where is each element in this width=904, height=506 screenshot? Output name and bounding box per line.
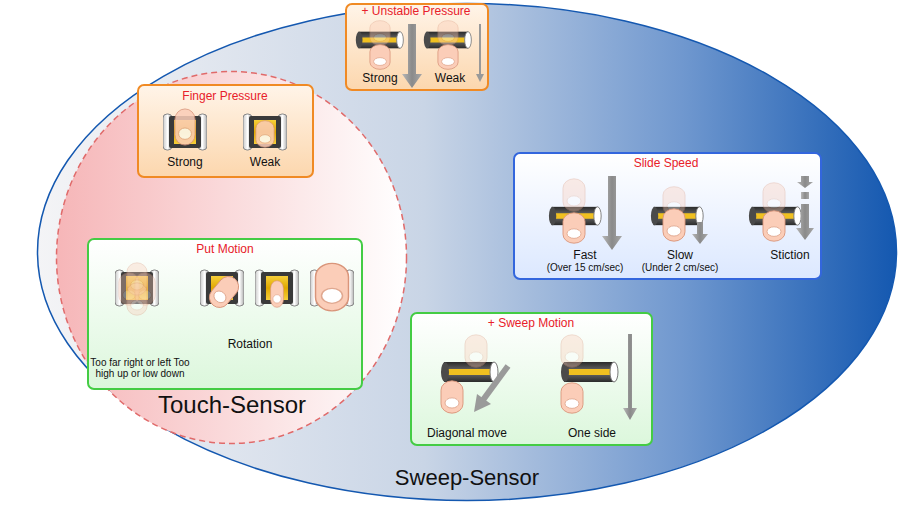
- item-label: Strong: [352, 72, 408, 86]
- item-label: Stiction: [762, 249, 818, 263]
- region-label: Touch-Sensor: [122, 391, 342, 419]
- category-box: + Sweep MotionDiagonal move One side: [410, 312, 653, 446]
- category-box: Finger PressureStrong Weak: [137, 84, 314, 178]
- item-label: Too far right or left Too high up or low…: [88, 357, 192, 380]
- box-title: Finger Pressure: [140, 90, 310, 104]
- region-label: Sweep-Sensor: [357, 465, 577, 490]
- category-box: + Unstable PressureStrong Weak: [345, 3, 489, 91]
- item-label: Fast: [555, 249, 615, 263]
- region-ellipse: [38, 4, 897, 501]
- item-label: Weak: [230, 156, 300, 170]
- box-title: + Unstable Pressure: [347, 5, 485, 19]
- item-label: Weak: [422, 72, 478, 86]
- item-label: (Over 15 cm/sec): [537, 262, 633, 274]
- item-label: Strong: [150, 156, 220, 170]
- category-box: Put MotionToo far right or left Too high…: [87, 238, 363, 390]
- item-label: Slow: [650, 249, 710, 263]
- box-title: + Sweep Motion: [421, 317, 641, 331]
- box-title: Slide Speed: [556, 157, 776, 171]
- item-label: (Under 2 cm/sec): [632, 262, 728, 274]
- sweep-sensor-region: Sweep-SensorTouch-SensorFinger PressureS…: [36, 2, 898, 502]
- item-label: Diagonal move: [417, 427, 517, 441]
- item-label: Rotation: [210, 338, 290, 352]
- category-box: Slide SpeedFast(Over 15 cm/sec) Slow(Unde…: [513, 152, 822, 280]
- box-outline: [410, 312, 653, 446]
- region-outline: [55, 70, 408, 445]
- region-ellipse: [57, 72, 407, 444]
- box-title: Put Motion: [115, 243, 335, 257]
- item-label: One side: [552, 427, 632, 441]
- touch-sensor-region: Touch-SensorFinger PressureStrongWeakPut…: [55, 70, 408, 445]
